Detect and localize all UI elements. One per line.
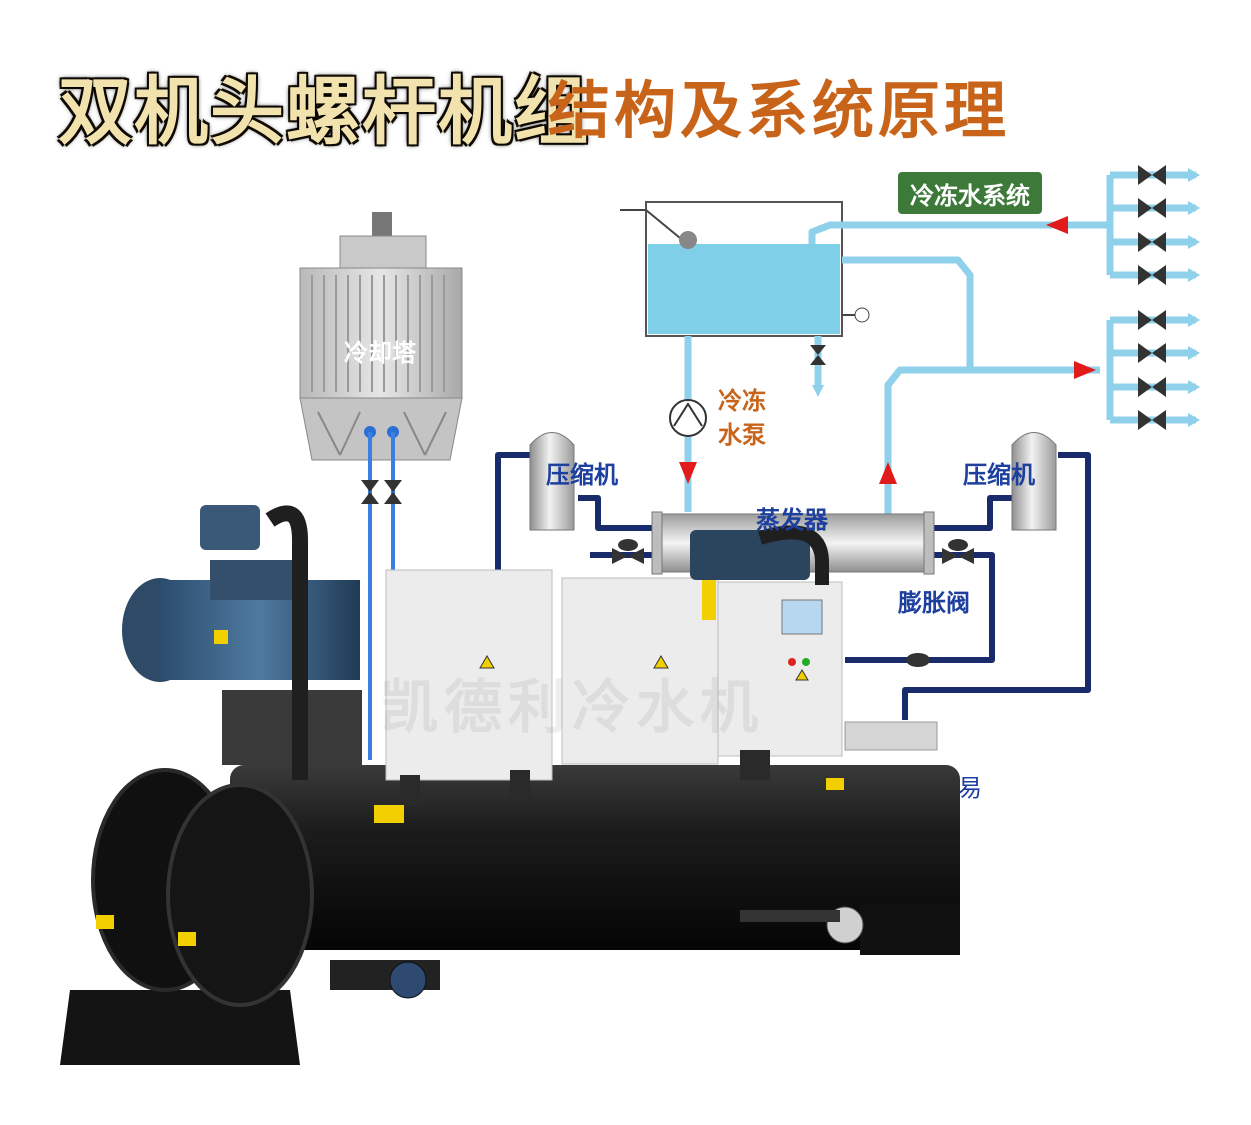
compressor-left-schematic	[529, 432, 575, 531]
flow-arrows	[679, 216, 1096, 484]
branch-valves	[810, 165, 1166, 430]
chiller-unit	[60, 505, 960, 1065]
expansion-valve-label: 膨胀阀	[898, 589, 970, 617]
cooling-tower	[299, 212, 463, 461]
chilled-water-system-badge: 冷冻水系统	[898, 172, 1042, 214]
evaporator-label: 蒸发器	[756, 506, 828, 534]
cooling-tower-label: 冷却塔	[344, 339, 416, 367]
branch-arrows	[812, 168, 1200, 427]
chilled-water-pump-label: 冷冻 水泵	[718, 387, 766, 449]
compressor-left-label: 压缩机	[546, 461, 618, 489]
partial-label: 易	[958, 774, 982, 802]
page-title: 双机头螺杆机组	[58, 69, 590, 155]
compressor-right-schematic	[1011, 432, 1057, 531]
expansion-valves	[612, 539, 974, 667]
chilled-water-tank	[620, 201, 870, 337]
watermark: 凯德利冷水机	[380, 673, 765, 741]
chilled-water-pump	[669, 399, 707, 437]
page-subtitle: 结构及系统原理	[548, 74, 1011, 147]
compressor-right-label: 压缩机	[963, 461, 1035, 489]
cooling-tower-valves	[361, 480, 402, 504]
